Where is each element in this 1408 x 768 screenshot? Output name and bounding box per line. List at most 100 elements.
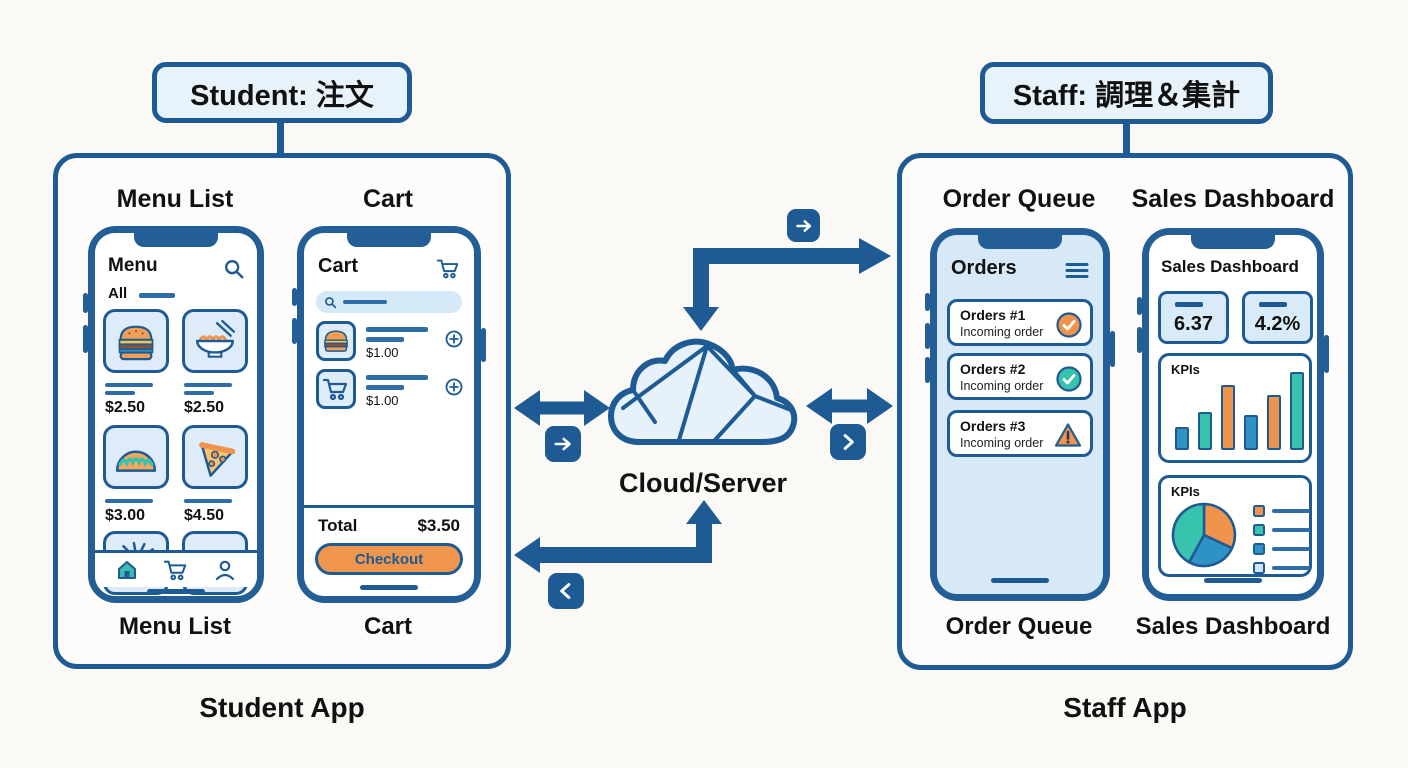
cart-item-burger-thumb: [316, 321, 356, 361]
phone-notch: [1191, 235, 1275, 249]
order-1-subtitle: Incoming order: [960, 325, 1044, 339]
stat-value-2: 4.2%: [1254, 313, 1301, 335]
phone-notch: [134, 233, 218, 247]
stat-label-placeholder: [1175, 302, 1203, 307]
item-text-placeholder: [366, 327, 428, 332]
taco-icon: [115, 450, 157, 472]
add-quantity-button[interactable]: [444, 377, 464, 397]
arrow-right-badge-icon: [545, 426, 581, 462]
staff-header-label: Staff: 調理＆集計: [1012, 80, 1241, 112]
menu-phone: Menu All: [83, 226, 264, 603]
kpi-pie-chart-card: KPIs: [1158, 475, 1312, 577]
cart-item-cart-thumb: [316, 369, 356, 409]
order-card-2[interactable]: Orders #2 Incoming order: [947, 353, 1093, 400]
legend-text-placeholder: [1272, 509, 1310, 513]
profile-icon[interactable]: [213, 558, 237, 582]
bar: [1267, 395, 1281, 450]
phone-notch: [978, 235, 1062, 249]
cart-phone: Cart: [292, 226, 486, 603]
order-queue-caption: Order Queue: [945, 613, 1093, 640]
legend-row: [1253, 562, 1310, 574]
phone-side-button: [1137, 327, 1142, 353]
order-card-1[interactable]: Orders #1 Incoming order: [947, 299, 1093, 346]
phone-notch: [347, 233, 431, 247]
legend-swatch: [1253, 562, 1265, 574]
menu-item-noodles[interactable]: [182, 309, 248, 373]
pie-slice: [1202, 502, 1237, 550]
pie-chart-icon: [1171, 502, 1237, 568]
phone-side-button: [292, 288, 297, 306]
total-value: $3.50: [417, 516, 460, 535]
check-circle-teal-icon: [1056, 366, 1082, 392]
arrow-right-badge-icon: [787, 209, 820, 242]
add-quantity-button[interactable]: [444, 329, 464, 349]
search-icon: [325, 296, 337, 308]
staff-app-caption: Staff App: [1063, 692, 1187, 723]
kpi-pie-title: KPIs: [1171, 484, 1200, 499]
stat-value-1: 6.37: [1174, 313, 1213, 335]
staff-header-box: Staff: 調理＆集計: [980, 62, 1273, 124]
item-text-placeholder: [184, 391, 214, 395]
cart-title: Cart: [362, 185, 413, 213]
phone-side-button: [481, 328, 486, 362]
cloud-icon: [608, 338, 798, 445]
cart-nav-icon[interactable]: [163, 558, 189, 582]
student-connector-line: [277, 121, 284, 155]
menu-filter-all[interactable]: All: [108, 285, 128, 302]
checkout-label: Checkout: [354, 550, 424, 568]
phone-side-button: [1324, 335, 1329, 373]
search-icon[interactable]: [223, 258, 245, 280]
kpi-bars-title: KPIs: [1171, 362, 1200, 377]
item-text-placeholder: [184, 499, 232, 503]
phone-side-button: [83, 325, 88, 353]
order-1-title: Orders #1: [960, 307, 1026, 323]
price-pizza: $4.50: [184, 507, 225, 524]
pie-legend: [1253, 505, 1310, 574]
phone-side-button: [83, 293, 88, 313]
order-3-subtitle: Incoming order: [960, 436, 1044, 450]
bar: [1221, 385, 1235, 450]
search-placeholder-line: [343, 300, 387, 304]
menu-item-taco[interactable]: [103, 425, 169, 489]
order-card-3[interactable]: Orders #3 Incoming order: [947, 410, 1093, 457]
kpi-bar-chart-card: KPIs: [1158, 353, 1312, 463]
stat-card-1: 6.37: [1158, 291, 1229, 344]
phone-side-button: [292, 318, 297, 344]
item-text-placeholder: [366, 375, 428, 380]
order-queue-title: Order Queue: [942, 185, 1096, 213]
noodles-icon: [195, 319, 235, 358]
legend-swatch: [1253, 505, 1265, 517]
price-taco: $3.00: [105, 507, 146, 524]
orders-screen-title: Orders: [951, 257, 1017, 279]
cart-screen: Cart: [304, 233, 474, 596]
cart-icon[interactable]: [436, 257, 461, 280]
menu-list-caption: Menu List: [119, 613, 231, 640]
burger-icon: [324, 330, 348, 352]
legend-row: [1253, 543, 1310, 555]
staff-connector-line: [1123, 122, 1130, 155]
item-text-placeholder: [366, 337, 404, 342]
order-2-title: Orders #2: [960, 361, 1026, 377]
pie-slice: [1171, 502, 1206, 564]
filter-underline: [139, 293, 175, 298]
arrow-cloud-staff: [806, 388, 893, 424]
cart-item-2-price: $1.00: [366, 393, 399, 408]
home-indicator: [147, 589, 205, 594]
checkout-button[interactable]: Checkout: [315, 543, 463, 575]
menu-item-burger[interactable]: [103, 309, 169, 373]
legend-swatch: [1253, 543, 1265, 555]
menu-hamburger-icon[interactable]: [1065, 262, 1089, 279]
orders-screen: Orders Orders #1 Incoming order Orders #…: [937, 235, 1103, 594]
burger-icon: [118, 325, 154, 361]
home-icon[interactable]: [115, 558, 139, 582]
bar: [1175, 427, 1189, 450]
home-indicator: [360, 585, 418, 590]
dashboard-phone: Sales Dashboard 6.37 4.2% KPIs KPIs: [1137, 228, 1329, 601]
menu-item-pizza[interactable]: [182, 425, 248, 489]
cart-search-input[interactable]: [316, 291, 462, 313]
arrow-bottom-horizontal: [514, 537, 712, 573]
item-text-placeholder: [105, 391, 135, 395]
cart-caption: Cart: [363, 613, 412, 640]
total-label: Total: [318, 516, 358, 535]
